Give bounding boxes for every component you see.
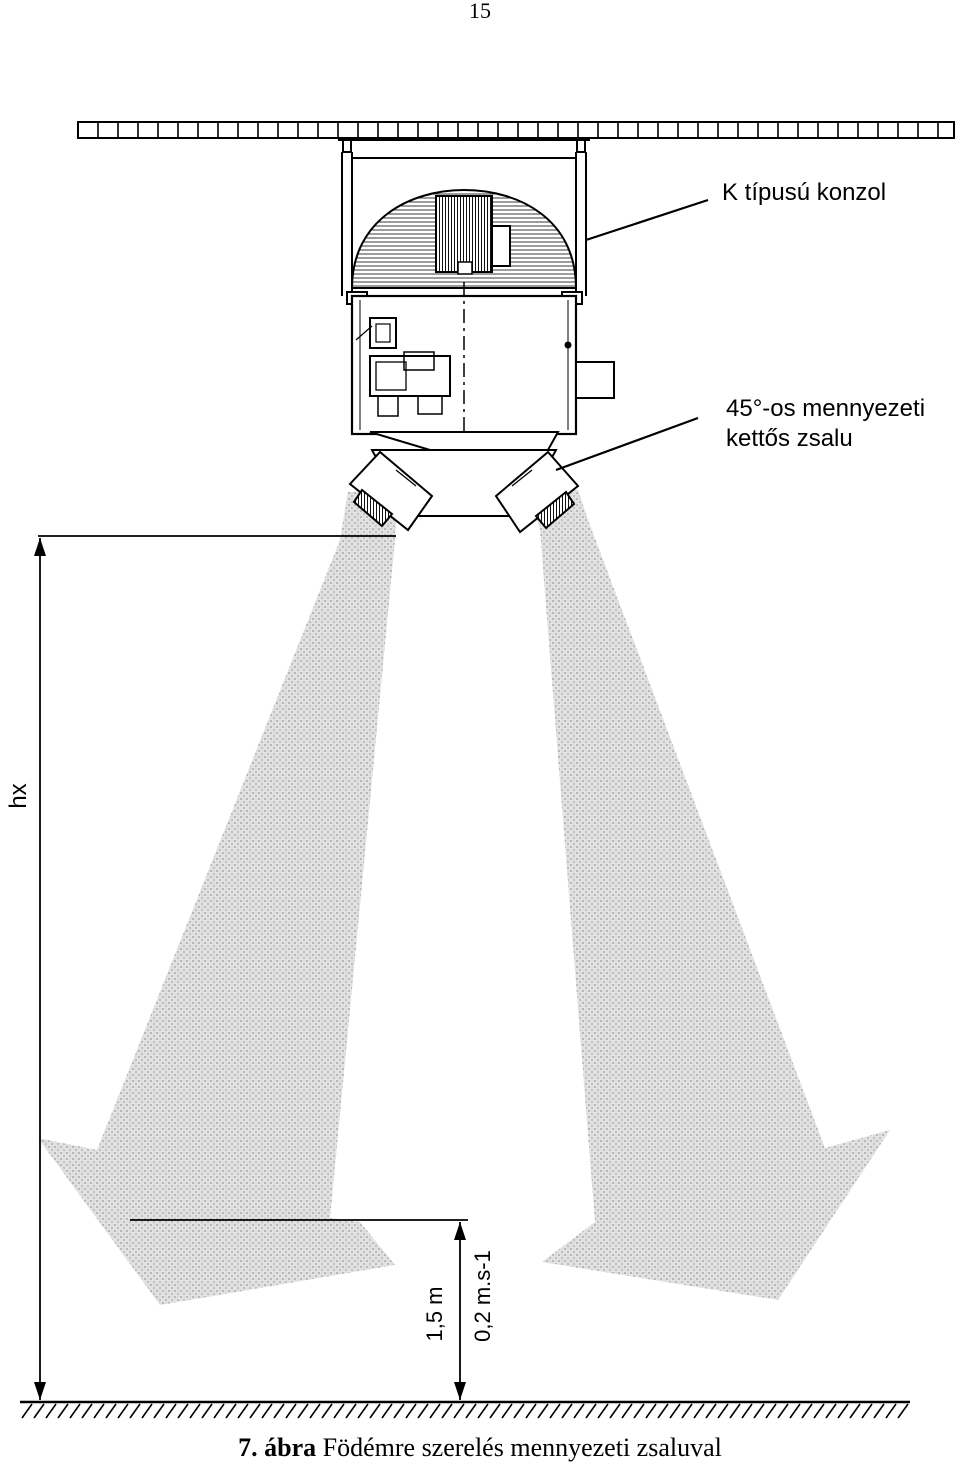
floor-hatch-line <box>333 1403 345 1419</box>
floor-hatch-line <box>309 1403 321 1419</box>
floor-hatch-line <box>381 1403 393 1419</box>
floor-hatch-line <box>537 1403 549 1419</box>
floor-hatch-line <box>165 1403 177 1419</box>
floor-hatch-line <box>105 1403 117 1419</box>
floor-hatch-line <box>33 1403 45 1419</box>
floor-hatch-line <box>825 1403 837 1419</box>
floor-hatch-line <box>261 1403 273 1419</box>
figure-caption: 7. ábra Födémre szerelés mennyezeti zsal… <box>0 1433 960 1463</box>
floor-hatch-line <box>669 1403 681 1419</box>
floor-hatch-line <box>177 1403 189 1419</box>
floor-hatch-line <box>861 1403 873 1419</box>
floor-hatch-line <box>129 1403 141 1419</box>
floor-hatch-line <box>93 1403 105 1419</box>
floor-hatch-line <box>609 1403 621 1419</box>
floor-hatch-line <box>45 1403 57 1419</box>
height-hx-label: hx <box>5 783 32 808</box>
floor-hatch-line <box>729 1403 741 1419</box>
floor-hatch-line <box>417 1403 429 1419</box>
floor-hatch-line <box>489 1403 501 1419</box>
floor-hatch-line <box>465 1403 477 1419</box>
floor-hatch-line <box>549 1403 561 1419</box>
floor-hatch-line <box>621 1403 633 1419</box>
page-number: 15 <box>469 0 491 23</box>
height-low-label: 1,5 m <box>422 1286 447 1341</box>
floor-hatch-line <box>141 1403 153 1419</box>
floor-hatch-line <box>885 1403 897 1419</box>
floor-hatch-line <box>477 1403 489 1419</box>
floor-hatch-line <box>717 1403 729 1419</box>
floor-hatch-line <box>189 1403 201 1419</box>
floor-hatch-line <box>657 1403 669 1419</box>
floor-hatch-line <box>585 1403 597 1419</box>
floor-hatch-line <box>849 1403 861 1419</box>
k-bracket <box>338 139 590 305</box>
floor-hatch-line <box>357 1403 369 1419</box>
floor-hatch-line <box>765 1403 777 1419</box>
ceiling-slab <box>77 121 955 139</box>
floor-hatch-line <box>225 1403 237 1419</box>
floor-hatch-line <box>561 1403 573 1419</box>
floor-hatch-line <box>117 1403 129 1419</box>
left-air-jet <box>38 492 398 1305</box>
floor-hatch-line <box>393 1403 405 1419</box>
floor-hatch-line <box>453 1403 465 1419</box>
floor-hatch-line <box>405 1403 417 1419</box>
floor-hatch-line <box>681 1403 693 1419</box>
bracket-label: K típusú konzol <box>722 179 886 206</box>
floor-hatch-line <box>249 1403 261 1419</box>
floor-hatch-line <box>525 1403 537 1419</box>
floor-hatch-line <box>813 1403 825 1419</box>
louver-label-line2: kettős zsalu <box>726 425 853 452</box>
floor <box>20 1400 910 1419</box>
leader-lines <box>555 198 709 472</box>
floor-hatch-line <box>633 1403 645 1419</box>
floor-hatch-line <box>441 1403 453 1419</box>
floor-hatch-line <box>873 1403 885 1419</box>
floor-hatch-line <box>57 1403 69 1419</box>
floor-hatch-line <box>777 1403 789 1419</box>
floor-hatch-line <box>429 1403 441 1419</box>
floor-hatch-line <box>705 1403 717 1419</box>
ceiling-louver <box>348 431 580 534</box>
floor-hatch-line <box>153 1403 165 1419</box>
fan-dome <box>350 188 578 289</box>
floor-hatch-line <box>237 1403 249 1419</box>
floor-hatch-line <box>573 1403 585 1419</box>
figure-caption-text: Födémre szerelés mennyezeti zsaluval <box>322 1433 722 1462</box>
floor-hatch-line <box>345 1403 357 1419</box>
floor-hatch-line <box>597 1403 609 1419</box>
floor-hatch-line <box>321 1403 333 1419</box>
floor-hatch-line <box>297 1403 309 1419</box>
dimension-hx <box>34 535 396 1400</box>
floor-hatch-line <box>81 1403 93 1419</box>
floor-hatch-line <box>837 1403 849 1419</box>
right-air-jet <box>530 490 890 1300</box>
floor-hatch-line <box>801 1403 813 1419</box>
floor-hatch-line <box>501 1403 513 1419</box>
floor-hatch-line <box>513 1403 525 1419</box>
floor-hatch-line <box>201 1403 213 1419</box>
velocity-label: 0,2 m.s-1 <box>470 1250 495 1342</box>
floor-hatch-line <box>693 1403 705 1419</box>
floor-hatch-line <box>69 1403 81 1419</box>
floor-hatch-line <box>273 1403 285 1419</box>
louver-label-line1: 45°-os mennyezeti <box>726 395 925 422</box>
floor-hatch-line <box>741 1403 753 1419</box>
floor-hatch-line <box>897 1403 909 1419</box>
figure-number: 7. ábra <box>238 1433 317 1462</box>
floor-hatch-line <box>789 1403 801 1419</box>
floor-hatch-line <box>645 1403 657 1419</box>
dimension-1-5m <box>130 1219 468 1400</box>
floor-hatch-line <box>213 1403 225 1419</box>
floor-hatch-line <box>369 1403 381 1419</box>
floor-hatch-line <box>21 1403 33 1419</box>
floor-hatch-line <box>285 1403 297 1419</box>
floor-hatch-line <box>753 1403 765 1419</box>
heater-housing <box>350 282 615 512</box>
